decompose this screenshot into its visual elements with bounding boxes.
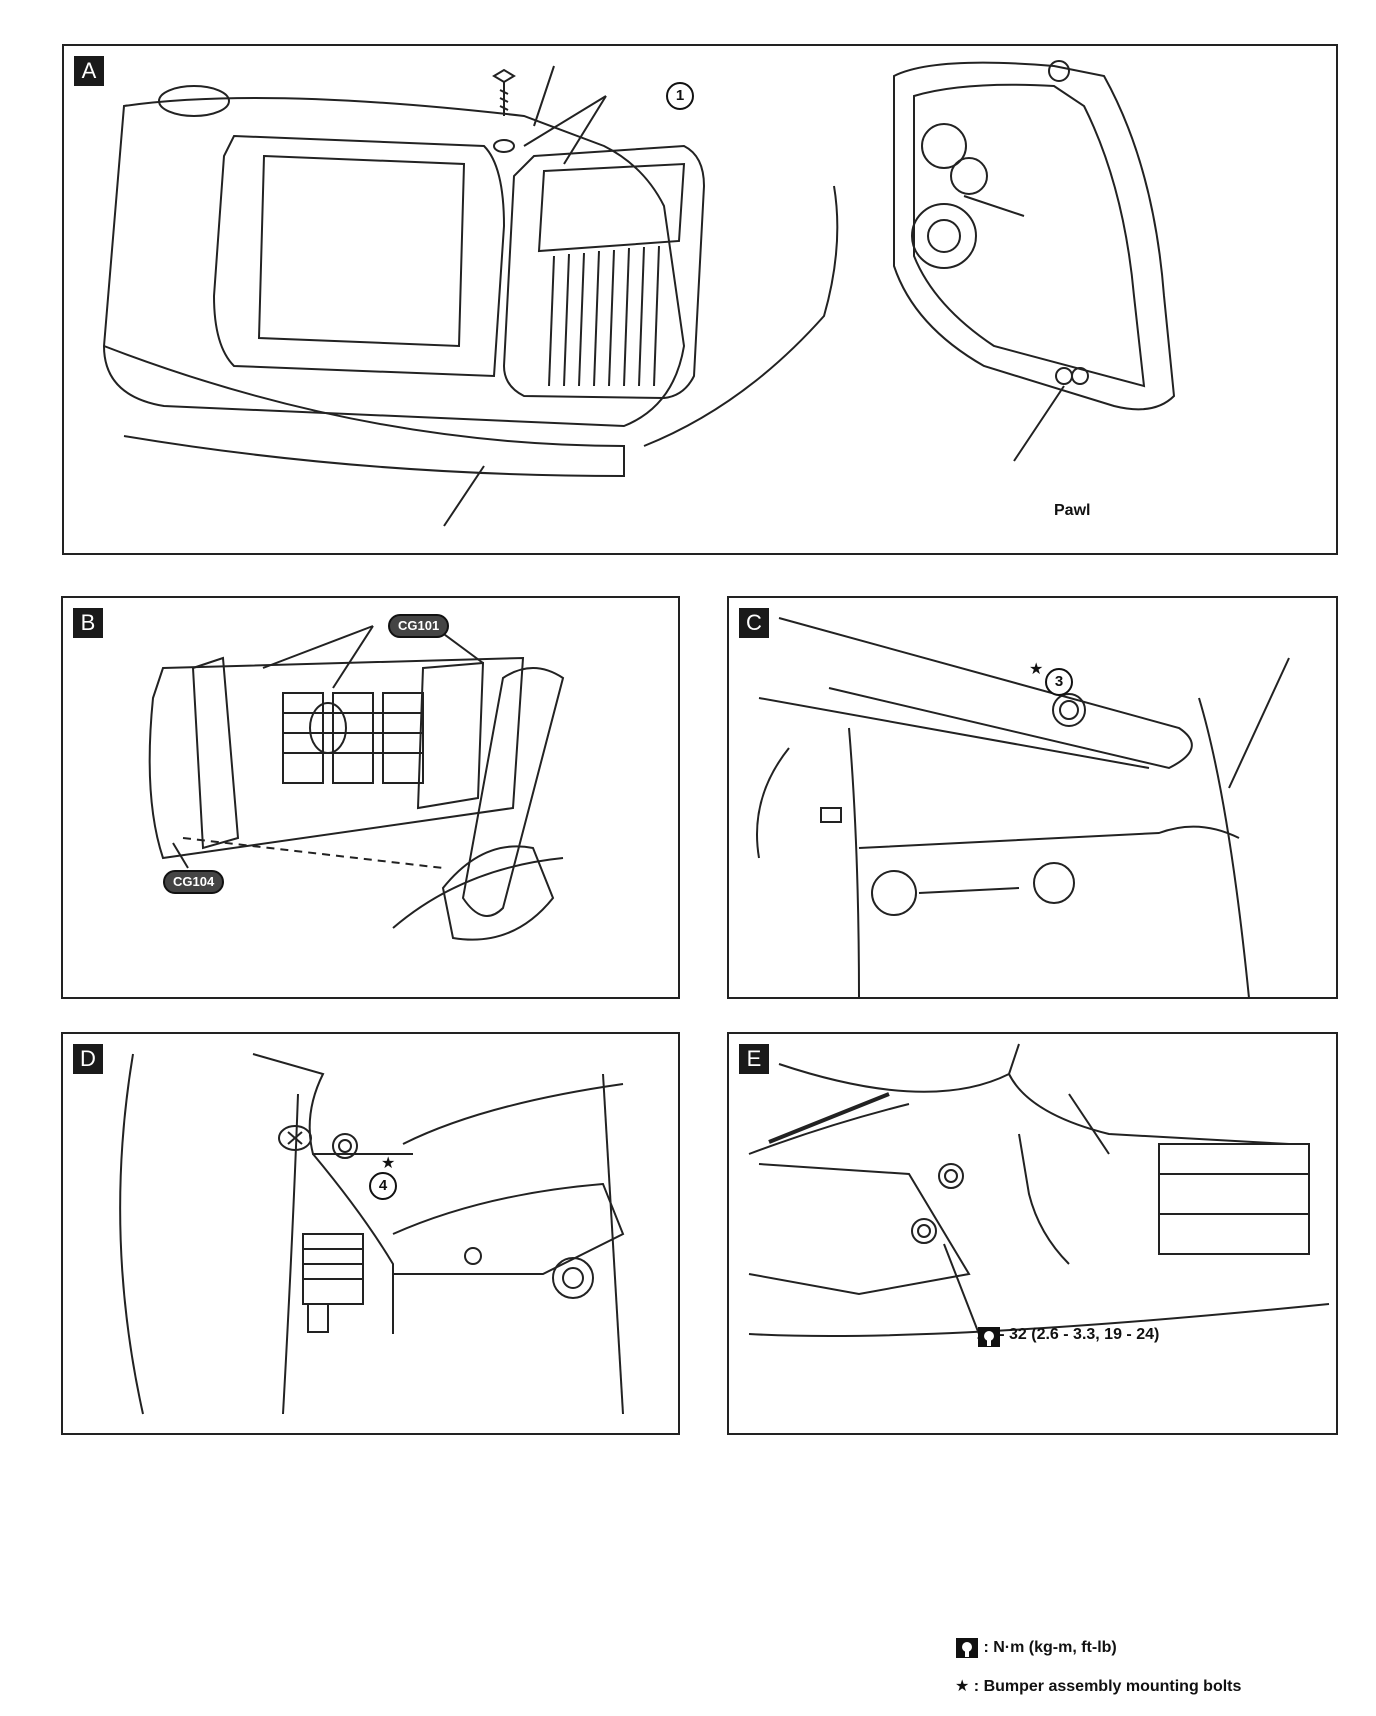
bumper-bolt-illustration	[756, 617, 1290, 997]
legend-torque-text: : N·m (kg-m, ft-lb)	[983, 1639, 1117, 1657]
panel-tag-e: E	[739, 1044, 769, 1074]
torque-wrench-icon	[978, 1327, 1000, 1347]
panel-tag-a: A	[74, 56, 104, 86]
star-icon: ★	[381, 1155, 396, 1172]
panel-tag-b: B	[73, 608, 103, 638]
torque-wrench-icon	[956, 1638, 978, 1658]
bracket-bolts-illustration	[748, 1043, 1330, 1337]
star-icon: ★	[1029, 661, 1044, 678]
callout-4: 4	[369, 1172, 397, 1200]
panel-tag-c: C	[739, 608, 769, 638]
panel-c-bumper-bolt: C ★ 3	[727, 596, 1338, 999]
panel-e-bracket-bolts: E 25 - 32 (2.6 - 3.3, 19 - 24)	[727, 1032, 1338, 1435]
panel-a-headlamp-removal: A 1 Pawl	[62, 44, 1338, 555]
headlamp-illustration	[102, 60, 1176, 527]
panel-d-bumper-bolt: D ★ 4	[61, 1032, 680, 1435]
legend-torque-units: : N·m (kg-m, ft-lb)	[955, 1637, 1117, 1659]
grille-connector-illustration	[148, 625, 565, 941]
panel-b-connectors: B CG101 CG104	[61, 596, 680, 999]
torque-value: 25 - 32 (2.6 - 3.3, 19 - 24)	[977, 1326, 1160, 1343]
star-icon: ★	[955, 1678, 970, 1695]
pawl-label: Pawl	[1054, 502, 1091, 519]
connector-label-cg104: CG104	[163, 870, 225, 894]
legend-star: ★ : Bumper assembly mounting bolts	[955, 1676, 1241, 1696]
panel-tag-d: D	[73, 1044, 103, 1074]
legend-star-text: : Bumper assembly mounting bolts	[973, 1678, 1242, 1695]
connector-label-cg101: CG101	[388, 614, 450, 638]
bumper-side-bolt-illustration	[119, 1053, 625, 1415]
torque-spec: 25 - 32 (2.6 - 3.3, 19 - 24)	[977, 1326, 1160, 1347]
callout-1: 1	[666, 82, 694, 110]
callout-3: 3	[1045, 668, 1073, 696]
